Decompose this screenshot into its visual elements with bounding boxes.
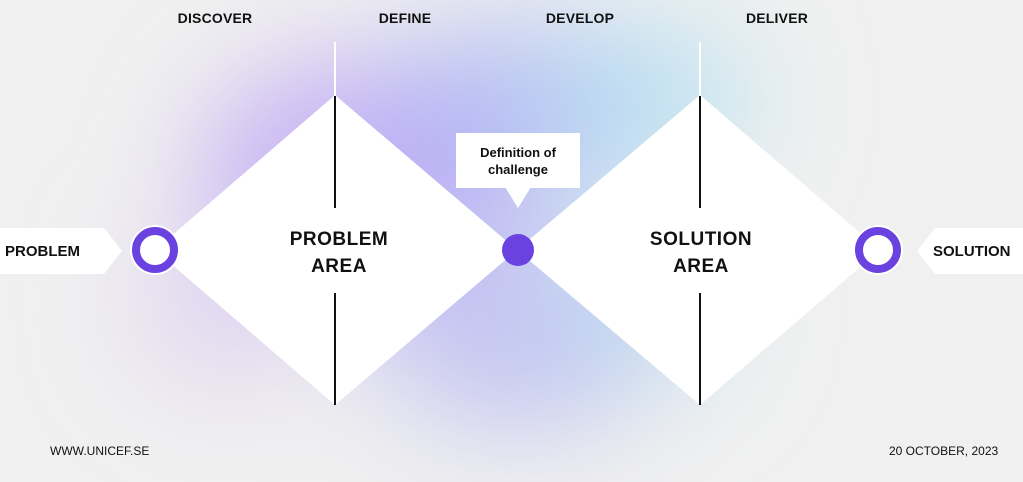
problem-area-line2: AREA xyxy=(311,256,367,277)
callout-pointer xyxy=(505,187,531,208)
challenge-callout-text: Definition of challenge xyxy=(480,144,556,177)
solution-ring-inner xyxy=(855,227,901,273)
phase-develop: DEVELOP xyxy=(545,10,615,26)
phase-define: DEFINE xyxy=(378,10,432,26)
footer-website: WWW.UNICEF.SE xyxy=(50,444,150,458)
solution-diamond xyxy=(517,95,880,405)
solution-area-line2: AREA xyxy=(673,256,729,277)
solution-area-line1: SOLUTION xyxy=(649,229,753,250)
challenge-callout: Definition of challenge xyxy=(456,133,580,188)
solution-area-label: SOLUTION AREA xyxy=(650,226,752,280)
start-tag-shape xyxy=(0,228,122,274)
problem-diamond xyxy=(155,95,517,405)
phase-deliver: DELIVER xyxy=(745,10,809,26)
start-tag-label: PROBLEM xyxy=(5,243,80,260)
problem-ring-inner xyxy=(132,227,178,273)
challenge-point-icon xyxy=(502,234,534,266)
problem-area-line1: PROBLEM xyxy=(289,229,389,250)
problem-area-label: PROBLEM AREA xyxy=(290,226,389,280)
end-tag-shape xyxy=(917,228,1023,274)
footer-date: 20 OCTOBER, 2023 xyxy=(889,444,999,458)
phase-discover: DISCOVER xyxy=(177,10,253,26)
end-tag-label: SOLUTION xyxy=(933,243,1011,260)
